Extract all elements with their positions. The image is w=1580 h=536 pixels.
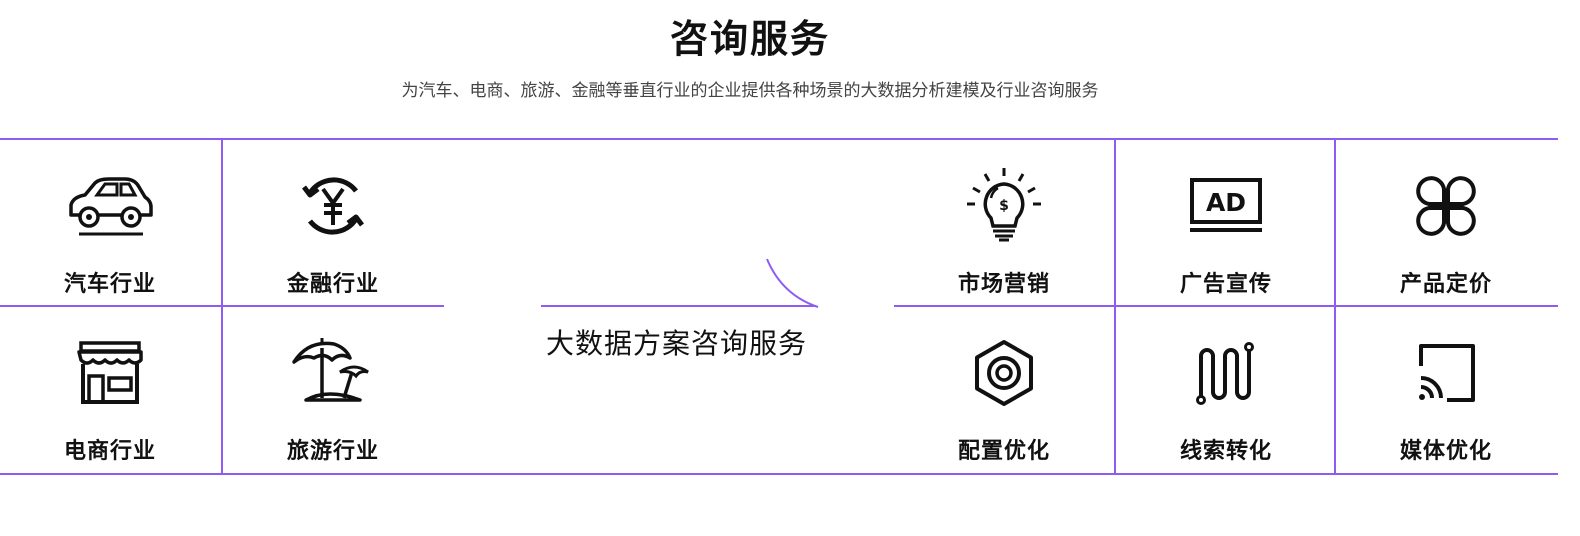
center-label: 大数据方案咨询服务	[546, 327, 808, 360]
service-advertising[interactable]: AD 广告宣传	[1116, 140, 1336, 306]
winding-path-icon	[1181, 333, 1271, 413]
service-label: 配置优化	[957, 439, 1050, 464]
grid-divider-1	[221, 138, 223, 475]
industry-ecommerce[interactable]: 电商行业	[0, 307, 220, 473]
industry-travel[interactable]: 旅游行业	[223, 307, 443, 473]
service-label: 线索转化	[1179, 439, 1272, 464]
industry-label: 汽车行业	[63, 272, 156, 297]
industry-finance[interactable]: 金融行业	[223, 140, 443, 306]
service-label: 媒体优化	[1399, 439, 1492, 464]
cast-icon	[1401, 333, 1491, 413]
service-pricing[interactable]: 产品定价	[1336, 140, 1556, 306]
industry-label: 金融行业	[286, 272, 379, 297]
service-label: 市场营销	[957, 272, 1050, 297]
service-media[interactable]: 媒体优化	[1336, 307, 1556, 473]
industry-car[interactable]: 汽车行业	[0, 140, 220, 306]
storefront-icon	[65, 333, 155, 413]
service-label: 产品定价	[1399, 272, 1492, 297]
industry-label: 旅游行业	[286, 439, 379, 464]
hex-nut-icon	[959, 333, 1049, 413]
grid-divider-2	[1114, 138, 1116, 475]
clover-icon	[1401, 166, 1491, 246]
grid-divider-3	[1334, 138, 1336, 475]
grid-middle-line-center	[541, 305, 816, 307]
grid-bottom-line	[0, 473, 1558, 475]
grid-top-line	[0, 138, 1558, 140]
page-subtitle: 为汽车、电商、旅游、金融等垂直行业的企业提供各种场景的大数据分析建模及行业咨询服…	[401, 81, 1099, 101]
car-icon	[65, 166, 155, 246]
service-label: 广告宣传	[1179, 272, 1272, 297]
service-lead-conversion[interactable]: 线索转化	[1116, 307, 1336, 473]
page-title: 咨询服务	[669, 17, 830, 61]
service-marketing[interactable]: $ 市场营销	[894, 140, 1114, 306]
ad-screen-icon: AD	[1181, 166, 1271, 246]
service-configuration[interactable]: 配置优化	[894, 307, 1114, 473]
industry-label: 电商行业	[63, 439, 156, 464]
lightbulb-dollar-icon: $	[959, 166, 1049, 246]
svg-text:AD: AD	[1206, 188, 1246, 217]
center-arc	[766, 258, 819, 308]
beach-umbrella-icon	[288, 333, 378, 413]
svg-text:$: $	[999, 198, 1009, 214]
yen-cycle-icon	[288, 166, 378, 246]
grid-middle-line-right	[894, 305, 1558, 307]
